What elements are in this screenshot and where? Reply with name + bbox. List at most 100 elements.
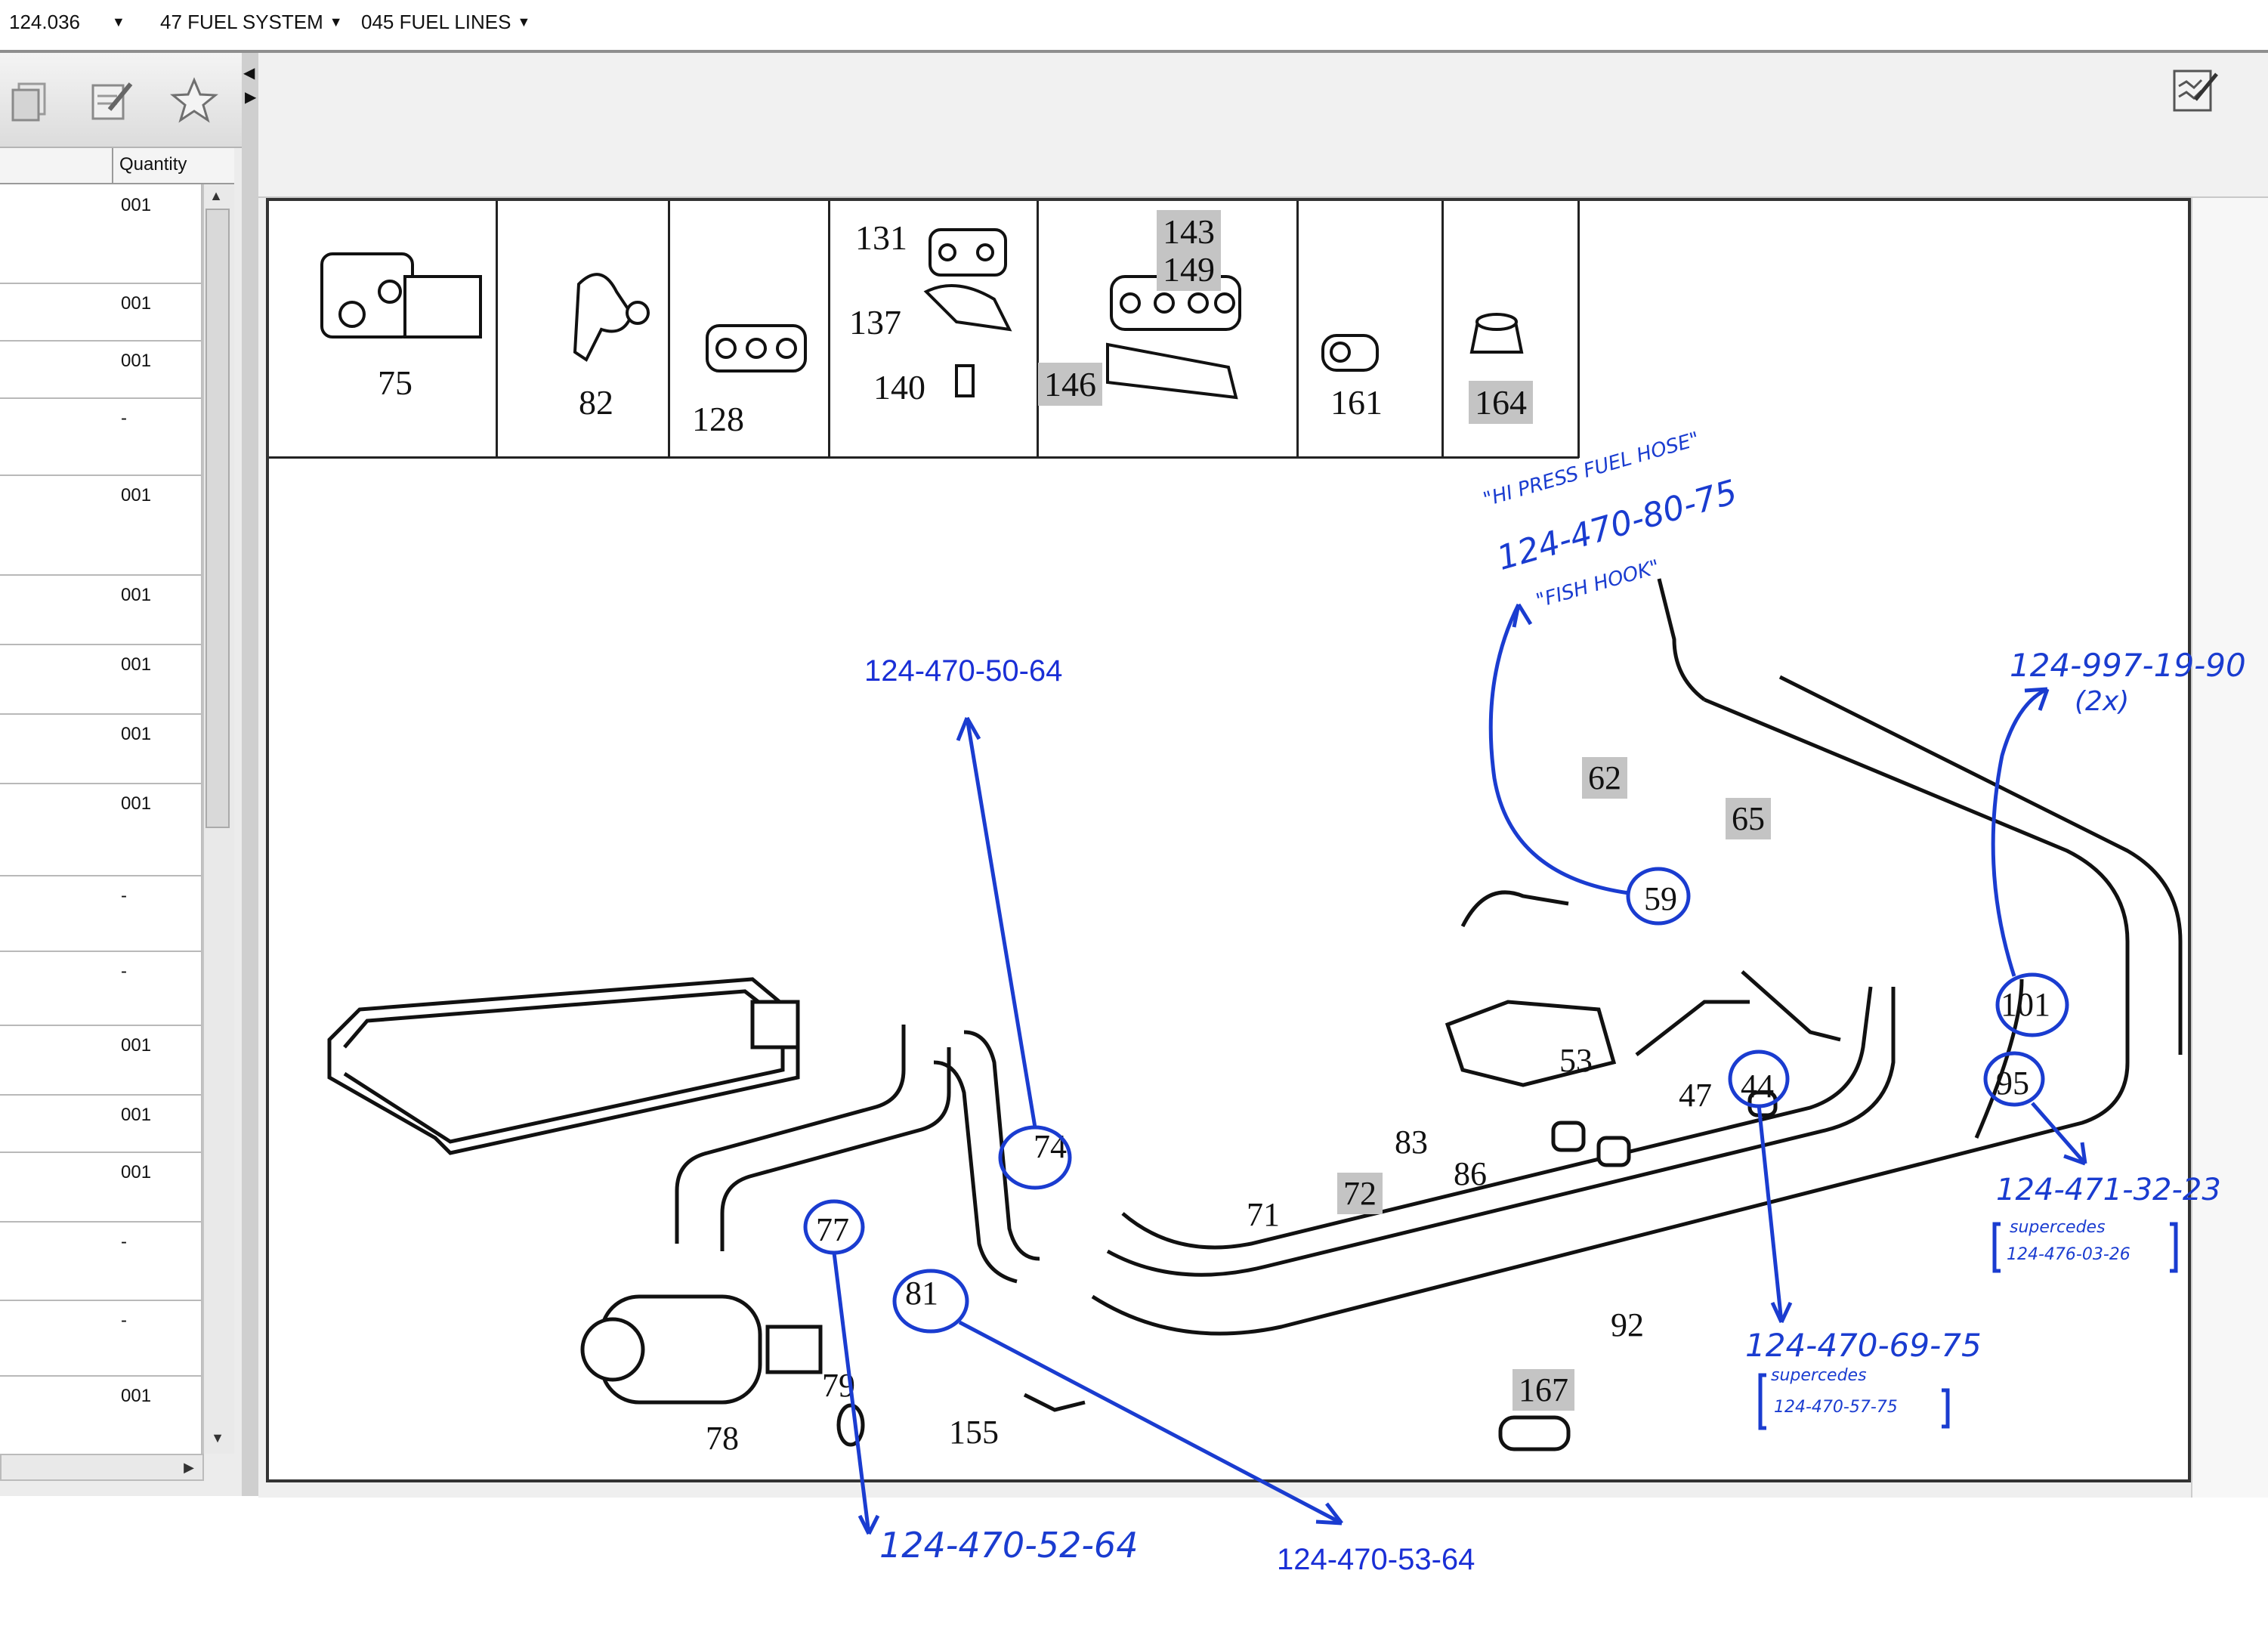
handwritten-annotation-101-line1: 124-997-19-90 [2010, 647, 2246, 684]
callout-53[interactable]: 53 [1559, 1042, 1593, 1079]
scroll-up-icon[interactable]: ▲ [209, 188, 223, 203]
handwritten-annotation-95-line3: 124-476-03-26 [2007, 1245, 2130, 1264]
callout-77[interactable]: 77 [816, 1211, 849, 1248]
part-label-128[interactable]: 128 [692, 400, 744, 438]
part-cell-128[interactable] [668, 201, 830, 458]
part-label-161[interactable]: 161 [1330, 383, 1383, 422]
annotate-icon[interactable] [2168, 63, 2221, 116]
quantity-cell: 001 [121, 585, 152, 605]
expand-right-icon[interactable]: ▶ [245, 89, 257, 106]
part-label-140[interactable]: 140 [873, 368, 925, 406]
table-row[interactable]: 001 [0, 644, 201, 715]
handwritten-annotation-95-line2: supercedes [2010, 1218, 2106, 1237]
table-row[interactable]: 001 [0, 1025, 201, 1096]
breadcrumb-group[interactable]: 47 FUEL SYSTEM ▼ [160, 11, 343, 34]
table-row[interactable]: 001 [0, 574, 201, 645]
part-cell-161[interactable] [1296, 201, 1444, 458]
table-row[interactable]: 001 [0, 1094, 201, 1153]
callout-59[interactable]: 59 [1644, 880, 1677, 917]
quantity-column-header[interactable]: Quantity [0, 148, 234, 184]
part-label-82[interactable]: 82 [579, 383, 613, 422]
callout-81[interactable]: 81 [905, 1275, 938, 1312]
callout-44[interactable]: 44 [1741, 1068, 1774, 1105]
chevron-down-icon[interactable]: ▼ [517, 14, 531, 29]
diagram-toolbar [258, 53, 2268, 198]
breadcrumb-model-label: 124.036 [9, 11, 80, 33]
parts-list-toolbar [0, 53, 249, 148]
edit-note-icon[interactable] [86, 76, 136, 125]
quantity-cell: 001 [121, 485, 152, 505]
quantity-cell: 001 [121, 293, 152, 314]
table-row[interactable]: 001 [0, 340, 201, 399]
copy-icon[interactable] [6, 76, 56, 125]
quantity-cell: - [121, 886, 127, 906]
breadcrumb-subgroup[interactable]: 045 FUEL LINES ▼ [361, 11, 530, 34]
table-row[interactable]: 001 [0, 475, 201, 576]
part-label-143[interactable]: 143 [1157, 210, 1221, 253]
table-row[interactable]: 001 [0, 713, 201, 784]
handwritten-annotation-44-line2: supercedes [1771, 1366, 1867, 1385]
callout-62[interactable]: 62 [1582, 757, 1627, 799]
callout-155[interactable]: 155 [949, 1414, 999, 1451]
column-separator[interactable] [112, 148, 113, 183]
handwritten-annotation-44-line1: 124-470-69-75 [1745, 1327, 1982, 1364]
callout-167[interactable]: 167 [1513, 1369, 1574, 1411]
diagram-margin [2191, 198, 2268, 1498]
handwritten-annotation-101-line2: (2x) [2075, 686, 2130, 717]
chevron-down-icon[interactable]: ▼ [111, 14, 125, 29]
part-cell-164[interactable] [1441, 201, 1580, 458]
callout-72[interactable]: 72 [1337, 1173, 1383, 1214]
quantity-cell: 001 [121, 1105, 152, 1125]
part-cell-131[interactable] [828, 201, 1039, 458]
callout-71[interactable]: 71 [1247, 1196, 1280, 1233]
collapse-left-icon[interactable]: ◀ [243, 65, 255, 82]
callout-65[interactable]: 65 [1726, 798, 1771, 839]
quantity-cell: 001 [121, 724, 152, 744]
quantity-cell: 001 [121, 1386, 152, 1406]
table-row[interactable]: - [0, 875, 201, 952]
handwritten-annotation-95-line1: 124-471-32-23 [1996, 1173, 2221, 1207]
quantity-cell: 001 [121, 1035, 152, 1056]
part-label-75[interactable]: 75 [378, 363, 413, 402]
chevron-down-icon[interactable]: ▼ [329, 14, 343, 29]
table-row[interactable]: - [0, 951, 201, 1026]
callout-101[interactable]: 101 [2001, 986, 2050, 1023]
callout-95[interactable]: 95 [1996, 1065, 2029, 1102]
quantity-cell: - [121, 961, 127, 981]
part-label-149[interactable]: 149 [1157, 248, 1221, 291]
scrollbar-thumb[interactable] [205, 209, 230, 828]
table-row[interactable]: 001 [0, 1151, 201, 1223]
part-cell-143[interactable] [1037, 201, 1299, 458]
part-label-137[interactable]: 137 [849, 303, 901, 342]
scroll-down-icon[interactable]: ▼ [211, 1430, 224, 1445]
star-icon[interactable] [169, 76, 219, 125]
scroll-right-icon[interactable]: ▶ [184, 1460, 194, 1475]
breadcrumb-group-label: 47 FUEL SYSTEM [160, 11, 323, 33]
horizontal-scrollbar[interactable]: ▶ [0, 1454, 204, 1481]
part-label-164[interactable]: 164 [1469, 381, 1533, 424]
table-row[interactable]: 001 [0, 184, 201, 284]
part-label-146[interactable]: 146 [1038, 363, 1102, 406]
part-cell-82[interactable] [496, 201, 670, 458]
quantity-cell: - [121, 1232, 127, 1252]
callout-92[interactable]: 92 [1611, 1306, 1644, 1343]
table-row[interactable]: 001 [0, 283, 201, 342]
table-row[interactable]: - [0, 1300, 201, 1377]
part-label-131[interactable]: 131 [855, 218, 907, 257]
callout-78[interactable]: 78 [706, 1420, 739, 1457]
breadcrumb-model[interactable]: 124.036 ▼ [9, 11, 125, 34]
parts-row-drawings [320, 228, 1524, 400]
panel-splitter[interactable]: ◀ ▶ [242, 53, 258, 1496]
typed-annotation-81: 124-470-53-64 [1277, 1543, 1475, 1576]
quantity-cell: - [121, 1310, 127, 1331]
part-cell-75[interactable] [269, 201, 498, 458]
callout-74[interactable]: 74 [1034, 1128, 1067, 1165]
callout-47[interactable]: 47 [1679, 1077, 1712, 1114]
callout-86[interactable]: 86 [1454, 1155, 1487, 1192]
table-row[interactable]: - [0, 397, 201, 476]
table-row[interactable]: 001 [0, 783, 201, 876]
table-row[interactable]: - [0, 1221, 201, 1301]
callout-83[interactable]: 83 [1395, 1124, 1428, 1161]
